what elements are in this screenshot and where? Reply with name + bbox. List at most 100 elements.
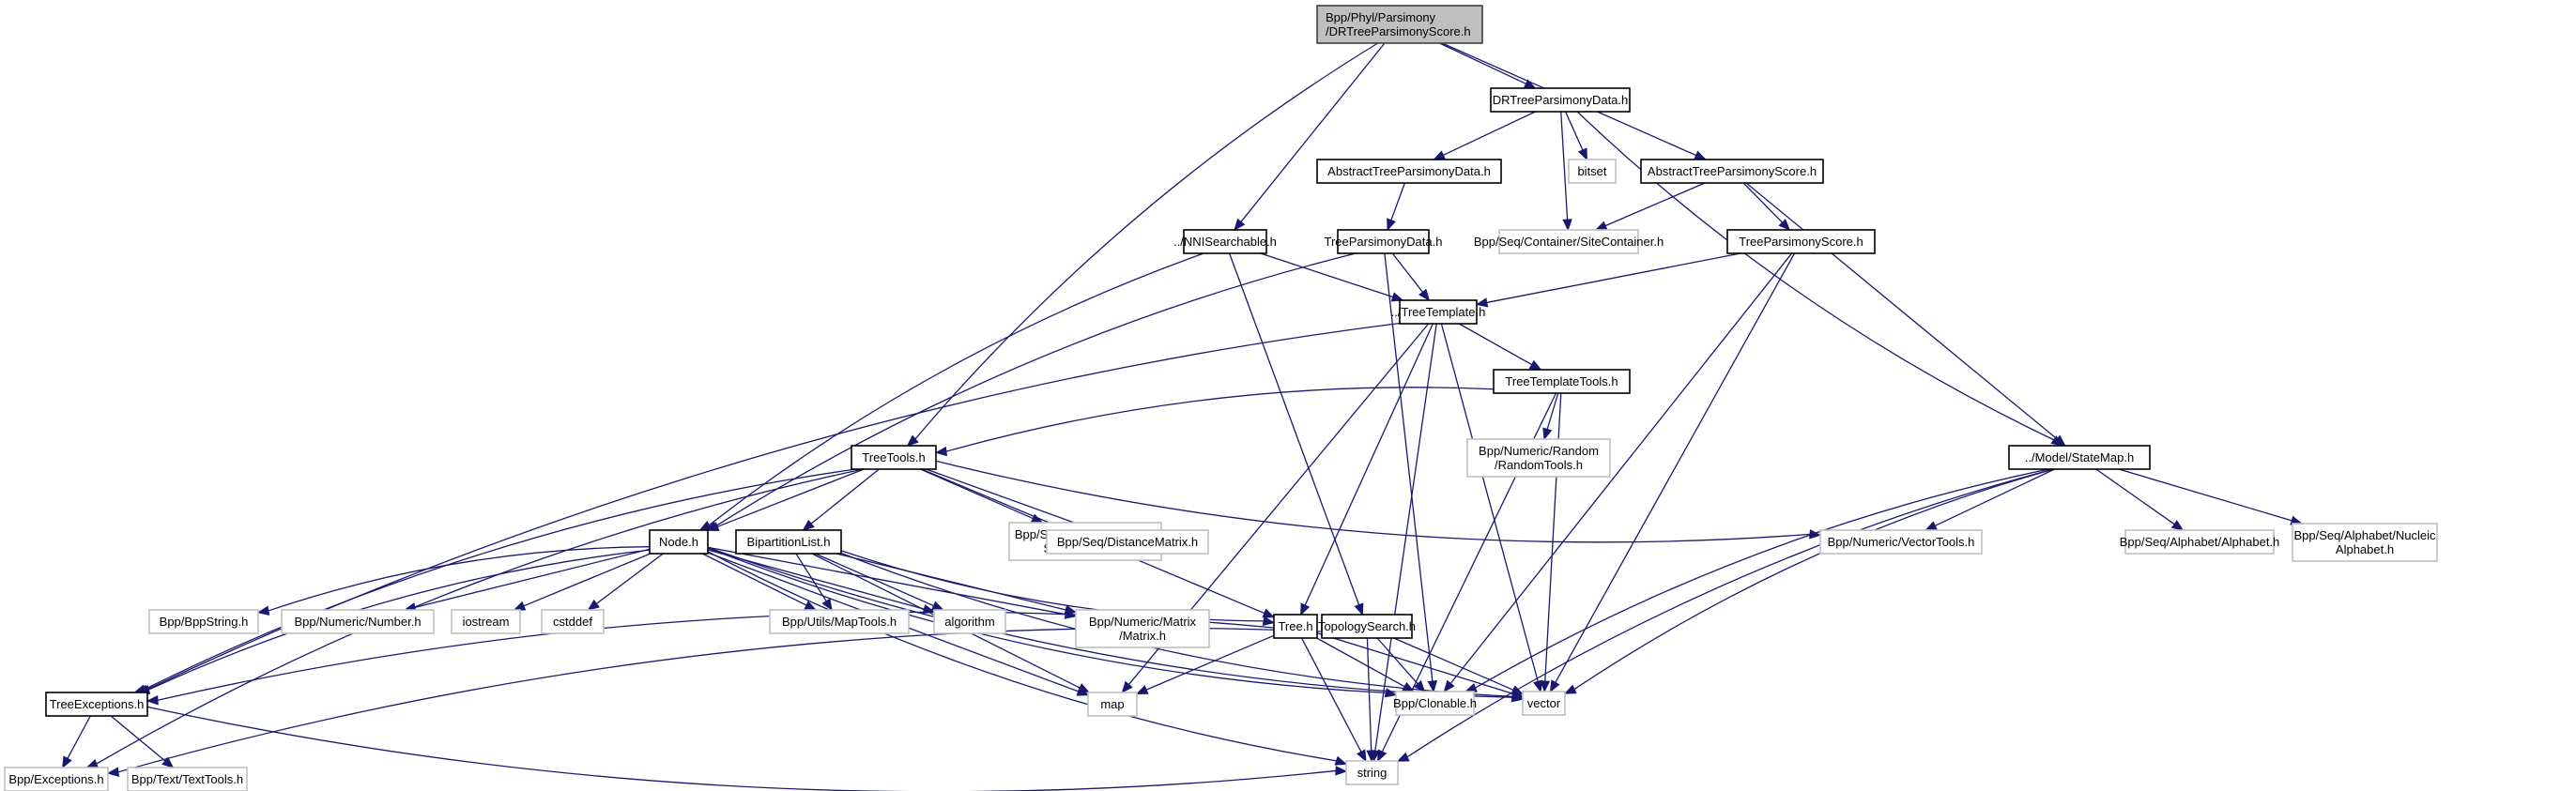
node-box (1316, 5, 1483, 44)
node-box (1321, 614, 1413, 639)
arrowhead-root-to-nni (1234, 218, 1246, 232)
edge-tps-to-vector (1555, 252, 1796, 683)
node-box (735, 529, 842, 555)
node-label: AbstractTreeParsimonyScore.h (1648, 164, 1817, 178)
node-clonable: Bpp/Clonable.h (1393, 691, 1477, 716)
edge-atps-to-tps (1742, 182, 1784, 223)
arrowhead-drtpd-to-sitecont (1562, 219, 1572, 232)
node-label: Bpp/Phyl/Parsimony (1326, 10, 1436, 24)
node-label: ../TreeTemplate.h (1391, 305, 1486, 319)
edge-ttt-to-treetools (945, 387, 1495, 452)
arrowhead-bipart-to-map (1077, 683, 1091, 693)
edge-topo-to-string (1366, 637, 1372, 752)
node-randomtools: Bpp/Numeric/Random/RandomTools.h (1466, 438, 1611, 478)
arrowhead-statemap-to-alphabet (2170, 520, 2185, 531)
edge-treetemplate-to-treeexc (146, 322, 1401, 691)
arrowhead-treeexc-to-string (1335, 766, 1348, 776)
arrowhead-treeexc-to-texttools (161, 756, 175, 768)
node-atps[interactable]: AbstractTreeParsimonyScore.h (1640, 159, 1824, 184)
edge-bipart-to-matrix (836, 553, 1066, 611)
node-box (1046, 529, 1209, 555)
node-label: TreeExceptions.h (50, 697, 145, 711)
arrowhead-atpd-to-tpd (1387, 218, 1396, 232)
node-box (769, 609, 910, 634)
node-bipart[interactable]: BipartitionList.h (735, 529, 842, 555)
node-label: vector (1527, 696, 1561, 710)
node-ttt[interactable]: TreeTemplateTools.h (1493, 369, 1631, 394)
node-node[interactable]: Node.h (649, 529, 709, 555)
edge-topo-to-vector (1393, 637, 1514, 691)
node-label: BipartitionList.h (747, 535, 831, 549)
node-label: Bpp/Numeric/Number.h (294, 615, 421, 629)
edge-tree-to-clonable (1316, 637, 1405, 688)
node-nni[interactable]: ../NNISearchable.h (1173, 229, 1277, 254)
arrowhead-statemap-to-string (1396, 752, 1410, 762)
node-box (2124, 529, 2275, 555)
arrowhead-tree-to-string (1356, 749, 1367, 763)
node-label: algorithm (944, 615, 994, 629)
edge-atps-to-statemap (1745, 182, 2058, 440)
node-treetools[interactable]: TreeTools.h (851, 445, 937, 470)
arrowhead-treetools-to-node (706, 522, 720, 531)
edge-bipart-to-vector (840, 552, 1513, 698)
node-tree[interactable]: Tree.h (1273, 614, 1318, 639)
node-atpd[interactable]: AbstractTreeParsimonyData.h (1316, 159, 1502, 184)
arrowhead-statemap-to-vector (1563, 684, 1577, 694)
arrowhead-treetemplate-to-ttt (1528, 359, 1542, 371)
edge-root-to-treetools (914, 42, 1378, 440)
node-label: /RandomTools.h (1495, 458, 1583, 472)
arrowhead-tpd-to-treetemplate (1418, 288, 1431, 302)
node-iostream: iostream (451, 609, 521, 634)
node-label: TopologySearch.h (1318, 619, 1416, 633)
node-label: Bpp/Text/TextTools.h (131, 772, 243, 786)
node-vectortools: Bpp/Numeric/VectorTools.h (1819, 529, 1983, 555)
node-root[interactable]: Bpp/Phyl/Parsimony/DRTreeParsimonyScore.… (1316, 5, 1483, 44)
node-label: Bpp/BppString.h (160, 615, 249, 629)
node-box (281, 609, 435, 634)
node-tpd[interactable]: TreeParsimonyData.h (1325, 229, 1443, 254)
arrowhead-node-to-bppstring (256, 605, 270, 616)
edge-treetemplate-to-tree (1304, 323, 1434, 606)
arrowhead-tree-to-map (1135, 685, 1149, 694)
node-label: Bpp/Clonable.h (1393, 696, 1477, 710)
node-box (45, 692, 148, 717)
node-number: Bpp/Numeric/Number.h (281, 609, 435, 634)
node-label: TreeParsimonyScore.h (1739, 235, 1863, 249)
edge-tpd-to-treetemplate (1391, 252, 1423, 293)
edge-tpd-to-node (715, 252, 1357, 527)
node-statemap[interactable]: ../Model/StateMap.h (2008, 445, 2151, 470)
node-box (1399, 299, 1478, 325)
node-tps[interactable]: TreeParsimonyScore.h (1726, 229, 1876, 254)
arrowhead-atps-to-sitecont (1594, 221, 1608, 231)
node-box (1337, 229, 1430, 254)
arrowhead-bipart-to-matrix (1064, 604, 1078, 615)
node-treeexc[interactable]: TreeExceptions.h (45, 692, 148, 717)
arrowhead-node-to-cstddef (587, 599, 600, 611)
node-sitecont: Bpp/Seq/Container/SiteContainer.h (1474, 229, 1664, 254)
node-treetemplate[interactable]: ../TreeTemplate.h (1391, 299, 1486, 325)
arrowhead-ttt-to-randomtools (1542, 427, 1553, 441)
node-cstddef: cstddef (541, 609, 605, 634)
arrowhead-tps-to-clonable (1443, 679, 1455, 693)
edge-node-to-maptools (701, 553, 807, 606)
node-box (1568, 159, 1617, 184)
node-box (1493, 369, 1631, 394)
arrowhead-treetools-to-bipart (802, 519, 815, 531)
node-algorithm: algorithm (933, 609, 1006, 634)
node-label: Tree.h (1278, 619, 1312, 633)
node-box (1395, 691, 1475, 716)
arrowhead-node-to-iostream (513, 601, 527, 611)
edge-atpd-to-tpd (1390, 182, 1406, 221)
arrowhead-tree-to-treeexc (146, 695, 159, 706)
edge-ttt-to-vector (1544, 392, 1562, 682)
node-box (1498, 229, 1639, 254)
arrowhead-tps-to-vector (1549, 679, 1560, 693)
node-label: Bpp/Seq/Container/SiteContainer.h (1474, 235, 1664, 249)
node-drtpd[interactable]: DRTreeParsimonyData.h (1490, 87, 1631, 113)
node-distmat: Bpp/Seq/DistanceMatrix.h (1046, 529, 1209, 555)
edge-treeexc-to-texttools (110, 715, 166, 762)
node-topo[interactable]: TopologySearch.h (1318, 614, 1416, 639)
edge-statemap-to-alphabet (2095, 468, 2175, 525)
edge-root-to-nni (1240, 42, 1386, 222)
node-box (1522, 691, 1566, 716)
